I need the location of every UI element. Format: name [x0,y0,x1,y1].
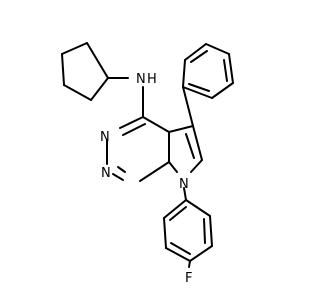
bond [228,53,234,84]
fluorophenyl-ring [163,199,213,262]
bond [170,242,191,255]
bond [168,125,194,133]
phenyl-ring [182,43,234,99]
bond [190,50,208,63]
bond [61,42,88,55]
bond [203,218,206,244]
bond [117,166,126,173]
pyrimidine-ring [106,116,170,182]
bond [183,187,187,201]
bond [112,173,124,181]
bond [63,84,92,101]
bond [142,116,170,133]
bond [184,43,207,61]
bond [189,245,213,262]
bond [163,217,167,249]
bond [182,86,194,127]
ring-nitrogen-n1-label: N [101,166,111,181]
bond [119,116,144,129]
bond [169,206,187,221]
bond [182,86,213,99]
bond [185,199,211,217]
amine-hydrogen-label: H [147,72,157,87]
bond [223,59,228,82]
pyrrole-ring [168,125,203,173]
bond [165,247,191,262]
ring-nitrogen-n7-label: N [179,177,189,192]
bond [190,159,203,173]
bond [86,42,109,79]
bond [122,123,146,136]
bond [163,199,187,219]
bond [90,77,109,101]
bond [188,83,210,92]
bond [61,53,65,86]
amine-nitrogen-label: N [136,72,146,87]
structure-diagram: N H N N N F [61,42,234,286]
bond [211,82,234,99]
fluorine-label: F [185,271,192,286]
bond [168,161,178,173]
bond [182,59,186,88]
bond [139,161,170,182]
bond [209,215,213,247]
cyclopentyl-ring [61,42,109,101]
ring-nitrogen-n3-label: N [100,130,110,145]
bond [188,260,191,268]
bond [205,43,230,55]
bond [185,133,195,159]
bond [192,125,203,161]
